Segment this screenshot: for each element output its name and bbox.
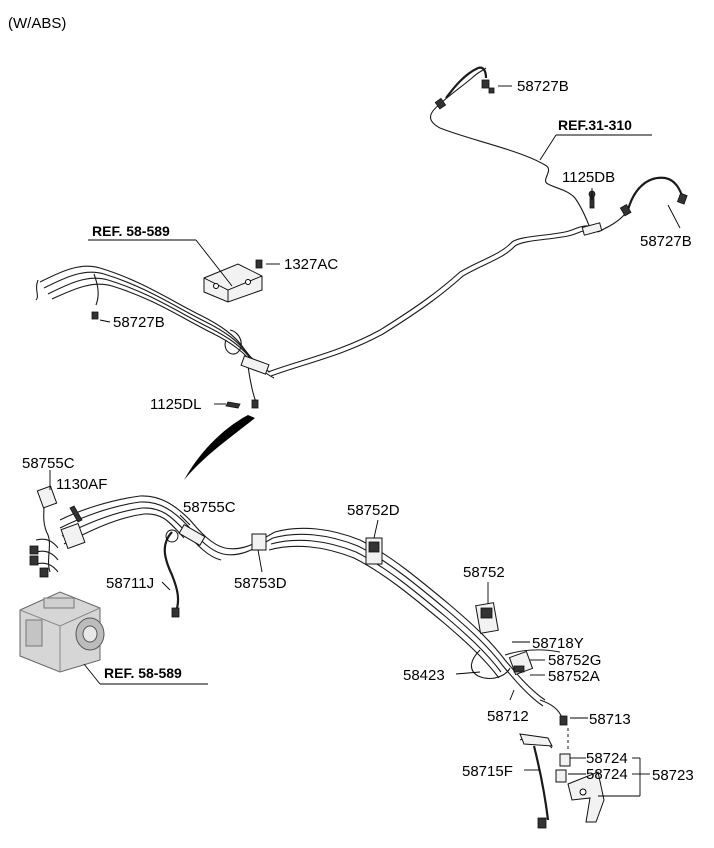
label-58752: 58752 [463,564,505,581]
label-1130AF: 1130AF [56,476,107,493]
zoom-pointer [184,415,255,480]
clip-58752D [365,537,383,565]
label-58713: 58713 [589,711,631,728]
leader-lines [49,85,681,797]
label-58727B-left: 58727B [113,314,165,331]
label-58723: 58723 [652,767,694,784]
label-58727B-right: 58727B [640,233,692,250]
label-58718Y: 58718Y [532,635,584,652]
clip-58752 [475,602,499,634]
label-58423: 58423 [403,667,445,684]
abs-sensor-module [203,259,263,303]
label-58752A: 58752A [548,668,600,685]
label-58727B-top: 58727B [517,78,569,95]
ref-31-310: REF.31-310 [558,117,632,133]
label-58712: 58712 [487,708,529,725]
label-1125DB: 1125DB [562,169,615,186]
ref-58-589-top: REF. 58-589 [92,223,170,239]
label-58753D: 58753D [234,575,287,592]
label-58724-a: 58724 [586,750,628,767]
abs-tube-bundle [29,485,546,707]
rear-junction [470,649,605,829]
rear-brake-tube [267,67,626,377]
label-58752G: 58752G [548,652,601,669]
label-58711J: 58711J [106,575,154,592]
label-58755C-left: 58755C [22,455,75,472]
label-58724-b: 58724 [586,766,628,783]
label-58755C-mid: 58755C [183,499,236,516]
variant-caption: (W/ABS) [8,15,66,32]
top-flex-hose [434,66,495,110]
label-1125DL: 1125DL [150,396,201,413]
label-58752D: 58752D [347,502,400,519]
front-tube-bundle [35,265,275,409]
label-58715F: 58715F [462,763,513,780]
ref-58-589-abs: REF. 58-589 [104,665,182,681]
label-1327AC: 1327AC [284,256,338,273]
bolt-1125DL [225,401,241,409]
abs-hydraulic-unit [19,591,105,673]
rear-flex-hose [619,176,688,217]
